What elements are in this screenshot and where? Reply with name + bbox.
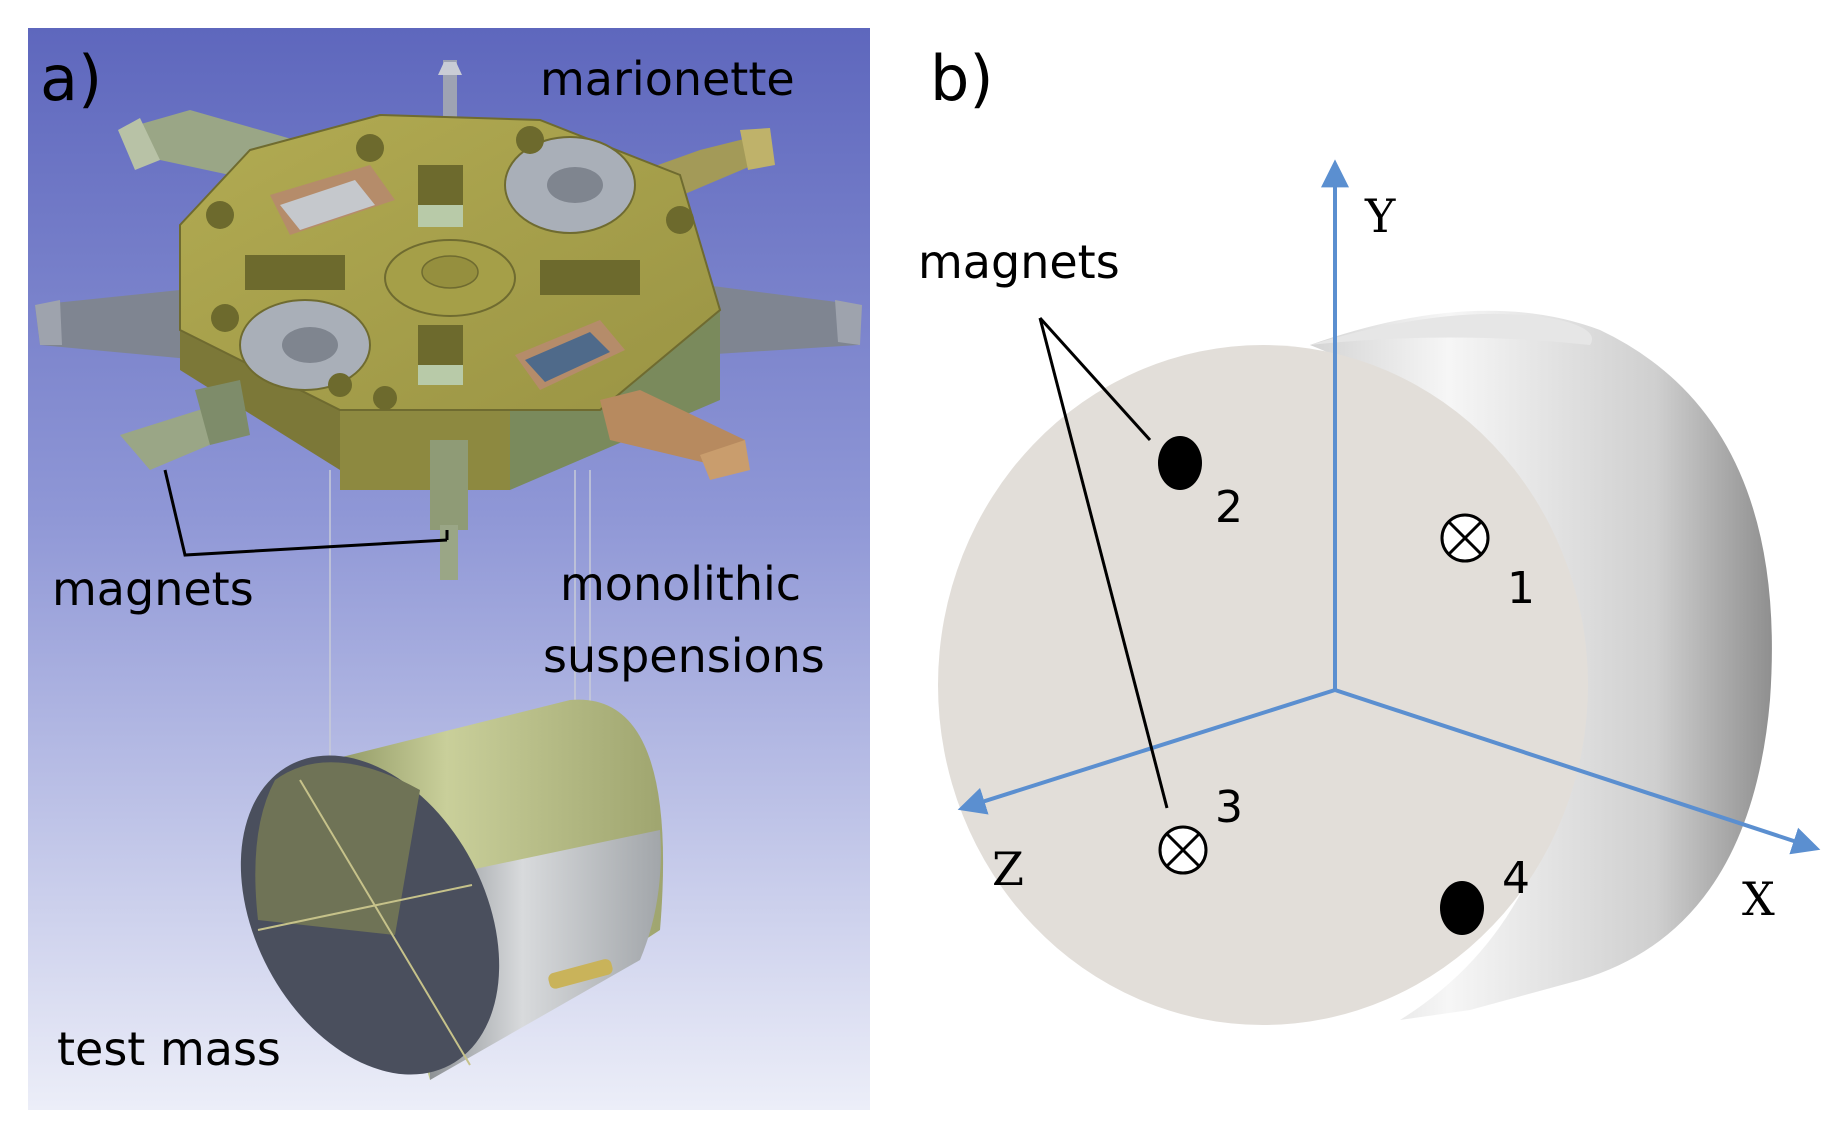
marionette-slot: [540, 260, 640, 295]
bottom-stem: [430, 440, 468, 530]
marionette-slot: [418, 325, 463, 370]
axis-y-label: Y: [1364, 189, 1396, 243]
test-mass-face-line: [257, 884, 473, 931]
panel-a-label: a): [40, 42, 102, 115]
magnet-4-number: 4: [1502, 853, 1530, 904]
test-mass-magnet-strip: [548, 959, 613, 989]
magnet-3-number: 3: [1215, 782, 1243, 833]
magnet-1-marker: [1440, 513, 1490, 563]
marionette-slot: [245, 255, 345, 290]
pocket-right-plate: [525, 332, 610, 382]
panel-b-label: b): [930, 42, 994, 115]
pocket-left-plate: [280, 180, 375, 230]
marionette-slot-light: [418, 205, 463, 227]
marionette-side-front: [340, 410, 510, 490]
panel-b: b) Y Z X magnets 1 2 3: [918, 42, 1821, 1025]
axis-z-label: Z: [992, 842, 1024, 896]
magnet-3-marker: [1158, 825, 1208, 875]
magnet-2-marker: [1158, 436, 1202, 490]
ring-front-left: [239, 299, 371, 391]
marionette-label: marionette: [540, 52, 795, 106]
magnets-leader-line: [163, 469, 448, 557]
ring-back-right: [504, 136, 636, 234]
arm-left-side: [35, 290, 200, 360]
test-mass-label: test mass: [57, 1022, 281, 1076]
top-rod-cap: [438, 62, 462, 75]
magnet-2-number: 2: [1215, 482, 1243, 533]
arm-left-front: [120, 380, 250, 470]
cylinder-face: [938, 345, 1588, 1025]
magnets-label-a: magnets: [52, 562, 254, 616]
axis-z: [957, 688, 1336, 815]
panel-a: a) marionette magnets monolithic suspens…: [28, 28, 870, 1110]
center-hub-inner: [421, 255, 479, 289]
magnet-1-number: 1: [1507, 563, 1535, 614]
magnets-leader-line-b: [1038, 317, 1169, 809]
test-mass-face-line: [299, 779, 471, 1066]
cylinder-side-top: [1310, 313, 1592, 345]
axis-x: [1334, 688, 1821, 855]
cylinder-side: [1310, 310, 1772, 1020]
suspensions-label: suspensions: [543, 629, 825, 683]
marionette-slot-light: [418, 365, 463, 385]
magnets-leader-line-b: [1038, 316, 1152, 442]
magnet-4-marker: [1440, 881, 1484, 935]
test-mass: [240, 699, 664, 1080]
arm-right-side: [700, 285, 862, 355]
axis-x-label: X: [1742, 872, 1775, 926]
top-rod: [443, 60, 457, 130]
monolithic-label: monolithic: [560, 557, 801, 611]
arm-right-front: [600, 390, 750, 480]
magnets-label-b: magnets: [918, 235, 1120, 289]
test-mass-face-upper: [255, 762, 420, 935]
bottom-stem-tip: [440, 525, 458, 580]
marionette-holes: [206, 126, 694, 410]
